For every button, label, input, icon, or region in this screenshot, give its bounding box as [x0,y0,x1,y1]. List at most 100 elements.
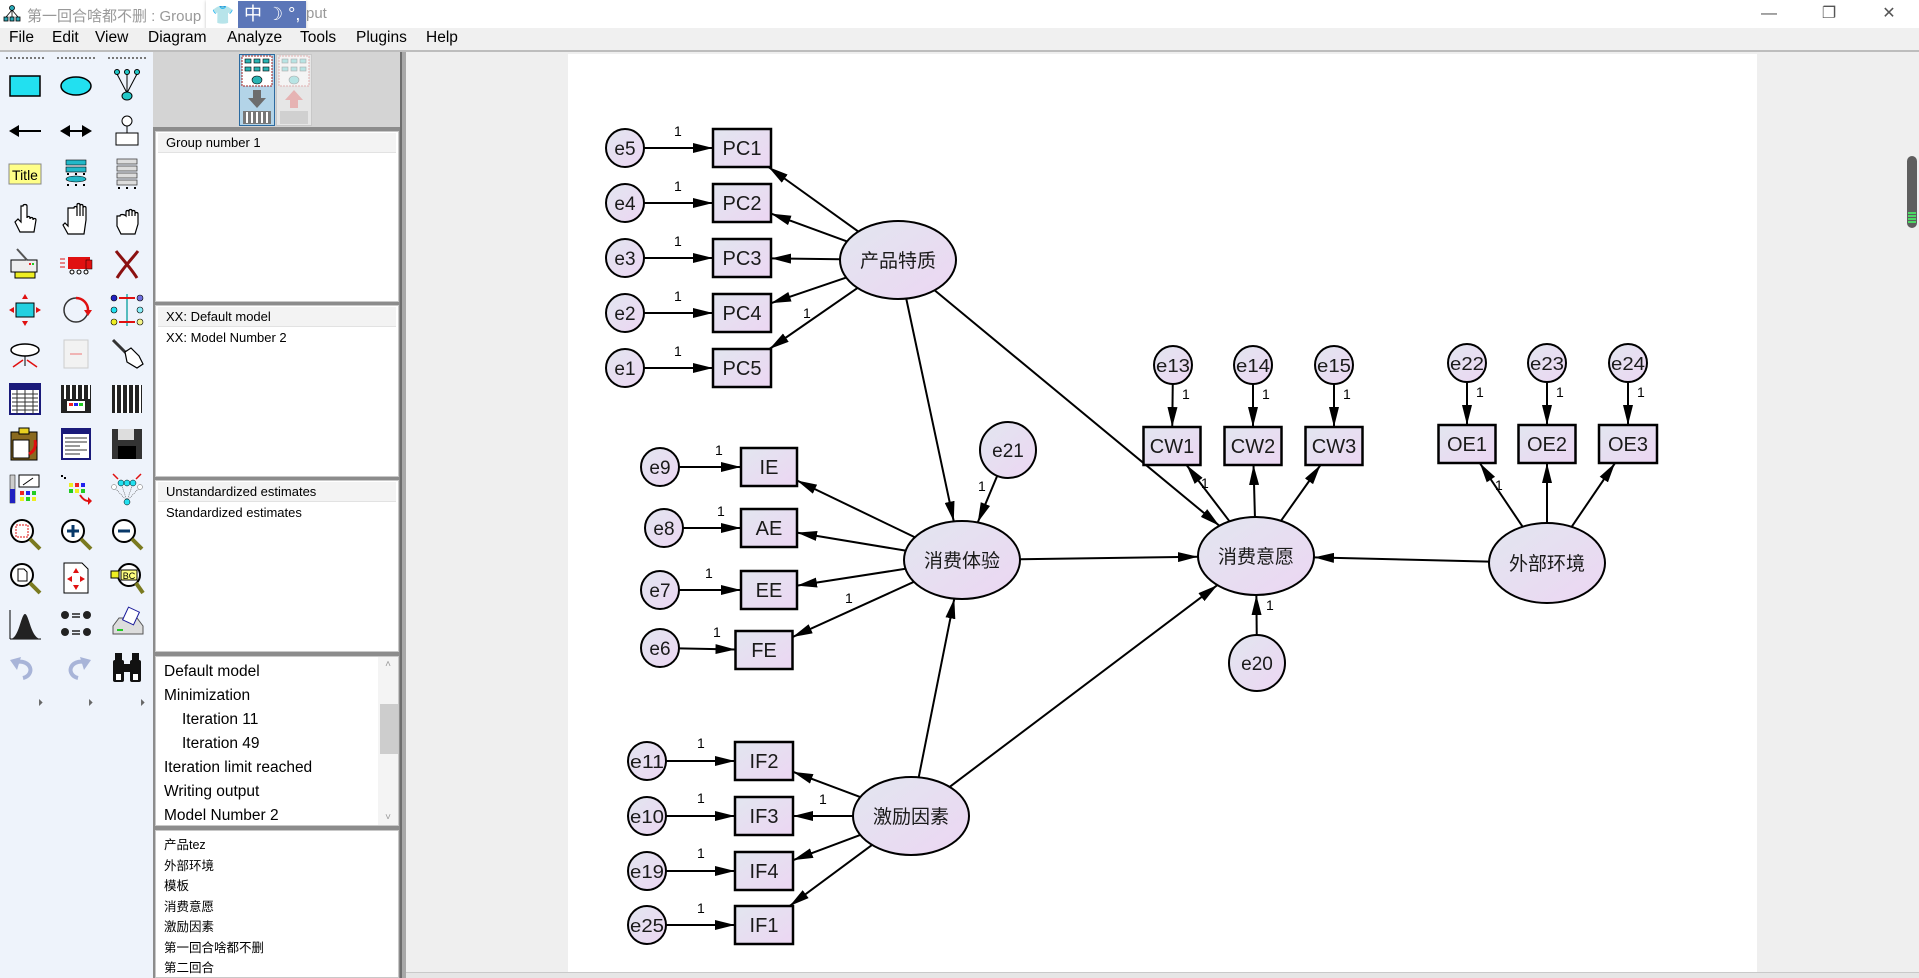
log-entry[interactable]: Iteration 49 [182,735,260,752]
log-entry[interactable]: Minimization [164,687,251,704]
rotate-indicators-button[interactable] [57,291,95,329]
menu-help[interactable]: Help [426,29,458,46]
path-PQ-to-PC3[interactable] [770,253,841,264]
close-button[interactable]: ✕ [1882,5,1896,22]
path-IF-to-IF4[interactable] [792,834,861,862]
move-objects-button[interactable] [57,245,95,283]
bayesian-estimation-button[interactable] [6,605,44,643]
menu-edit[interactable]: Edit [52,29,79,46]
file-item[interactable]: 消费意愿 [164,899,215,914]
observed-variable-cw3[interactable]: CW3 [1304,425,1364,467]
path-EE_ENV-to-OE1[interactable] [1478,462,1524,528]
ime-toolbar[interactable]: 👕 中 ☽ °, [206,0,306,30]
select-all-objects-button[interactable] [57,201,95,239]
path-CI-to-CW3[interactable] [1280,464,1322,522]
reposition-scroll-button[interactable] [57,335,95,373]
error-term-e4[interactable]: e4 [605,183,645,223]
path-PQ-to-CI[interactable] [933,289,1221,527]
path-CE-to-FE[interactable] [792,580,915,638]
touch-up-variable-button[interactable] [108,335,146,373]
restore-button[interactable]: ❐ [1821,5,1837,22]
error-term-e23[interactable]: e23 [1527,343,1567,383]
draw-latent-indicator-button[interactable] [108,66,146,104]
erase-objects-button[interactable] [108,245,146,283]
observed-variable-pc2[interactable]: PC2 [711,182,773,224]
observed-variable-cw2[interactable]: CW2 [1223,425,1283,467]
select-one-object-button[interactable] [6,201,44,239]
path-CI-to-CW1[interactable] [1185,464,1231,522]
path-CE-to-CI[interactable] [1019,552,1199,563]
path-PQ-to-CE[interactable] [905,298,955,522]
list-variables-in-dataset-button[interactable] [108,155,146,193]
deselect-all-objects-button[interactable] [108,201,146,239]
file-item[interactable]: 激励因素 [164,920,215,934]
observed-variable-if3[interactable]: IF3 [733,795,795,837]
copy-to-clipboard-button[interactable] [6,425,44,463]
toolbar-more-icon[interactable]: ⏵ [88,698,93,709]
observed-variable-fe[interactable]: FE [734,629,794,671]
path-CE-to-IE[interactable] [796,479,916,539]
path-IF-to-IF1[interactable] [789,844,873,907]
error-term-e6[interactable]: e6 [640,628,680,668]
path-CE-to-EE[interactable] [796,567,906,588]
menu-tools[interactable]: Tools [300,29,337,46]
estimates-item[interactable]: Standardized estimates [166,505,302,520]
path-EE_ENV-to-OE3[interactable] [1570,462,1616,528]
toolbar-grip[interactable] [108,57,146,59]
observed-variable-oe2[interactable]: OE2 [1517,423,1577,465]
error-term-e14[interactable]: e14 [1233,345,1273,385]
model-item[interactable]: XX: Model Number 2 [166,330,287,345]
splitter[interactable] [400,52,406,978]
multiple-group-analysis-button[interactable] [57,605,95,643]
observed-variable-ee[interactable]: EE [739,569,799,611]
zoom-out-button[interactable] [108,515,146,553]
draw-observed-variable-button[interactable] [6,66,44,104]
path-PQ-to-PC4[interactable] [770,276,847,305]
file-item[interactable]: 第一回合啥都不删 [164,940,265,955]
error-term-e1[interactable]: e1 [605,348,645,388]
error-term-e11[interactable]: e11 [627,741,667,781]
view-output-button[interactable] [276,54,312,126]
observed-variable-ie[interactable]: IE [739,446,799,488]
path-e6-to-FE[interactable] [678,644,736,655]
redo-button[interactable] [57,649,95,687]
observed-variable-pc5[interactable]: PC5 [711,347,773,389]
calculate-estimates-button[interactable] [108,380,146,418]
object-properties-button[interactable] [6,470,44,508]
file-item[interactable]: 模板 [164,879,190,893]
latent-variable-if[interactable]: 激励因素 [852,776,970,856]
error-term-e20[interactable]: e20 [1228,634,1286,692]
log-scroll-thumb[interactable] [380,704,398,754]
print-diagram-button[interactable] [108,605,146,643]
select-data-files-button[interactable] [6,380,44,418]
observed-variable-ae[interactable]: AE [739,507,799,549]
path-e21-to-CE[interactable] [976,475,999,523]
error-term-e7[interactable]: e7 [640,570,680,610]
file-item[interactable]: 外部环境 [164,858,215,873]
error-term-e22[interactable]: e22 [1447,343,1487,383]
figure-caption-button[interactable]: Title [6,155,44,193]
view-input-button[interactable] [239,54,275,126]
path-e13-to-CW1[interactable] [1167,383,1178,428]
path-IF-to-CI[interactable] [949,584,1218,788]
list-variables-in-model-button[interactable] [57,155,95,193]
log-entry[interactable]: Iteration 11 [182,711,259,728]
log-scrollbar[interactable]: ˄ ˅ [378,657,398,825]
horizontal-scrollbar[interactable] [406,972,1919,978]
path-IF-to-CE[interactable] [917,598,956,778]
preserve-symmetries-button[interactable] [108,470,146,508]
fit-to-page-button[interactable] [57,559,95,597]
zoom-in-button[interactable] [57,515,95,553]
floating-widget[interactable] [1907,156,1917,228]
file-item[interactable]: 产品tez [164,838,206,852]
observed-variable-pc3[interactable]: PC3 [711,237,773,279]
model-item[interactable]: XX: Default model [158,307,396,327]
error-term-e10[interactable]: e10 [627,796,667,836]
menu-plugins[interactable]: Plugins [356,29,407,46]
undo-button[interactable] [6,649,44,687]
observed-variable-if1[interactable]: IF1 [733,904,795,946]
log-entry[interactable]: Model Number 2 [164,807,279,824]
observed-variable-pc4[interactable]: PC4 [711,292,773,334]
ime-mode-indicator[interactable]: 中 ☽ °, [238,1,306,28]
error-term-e15[interactable]: e15 [1314,345,1354,385]
